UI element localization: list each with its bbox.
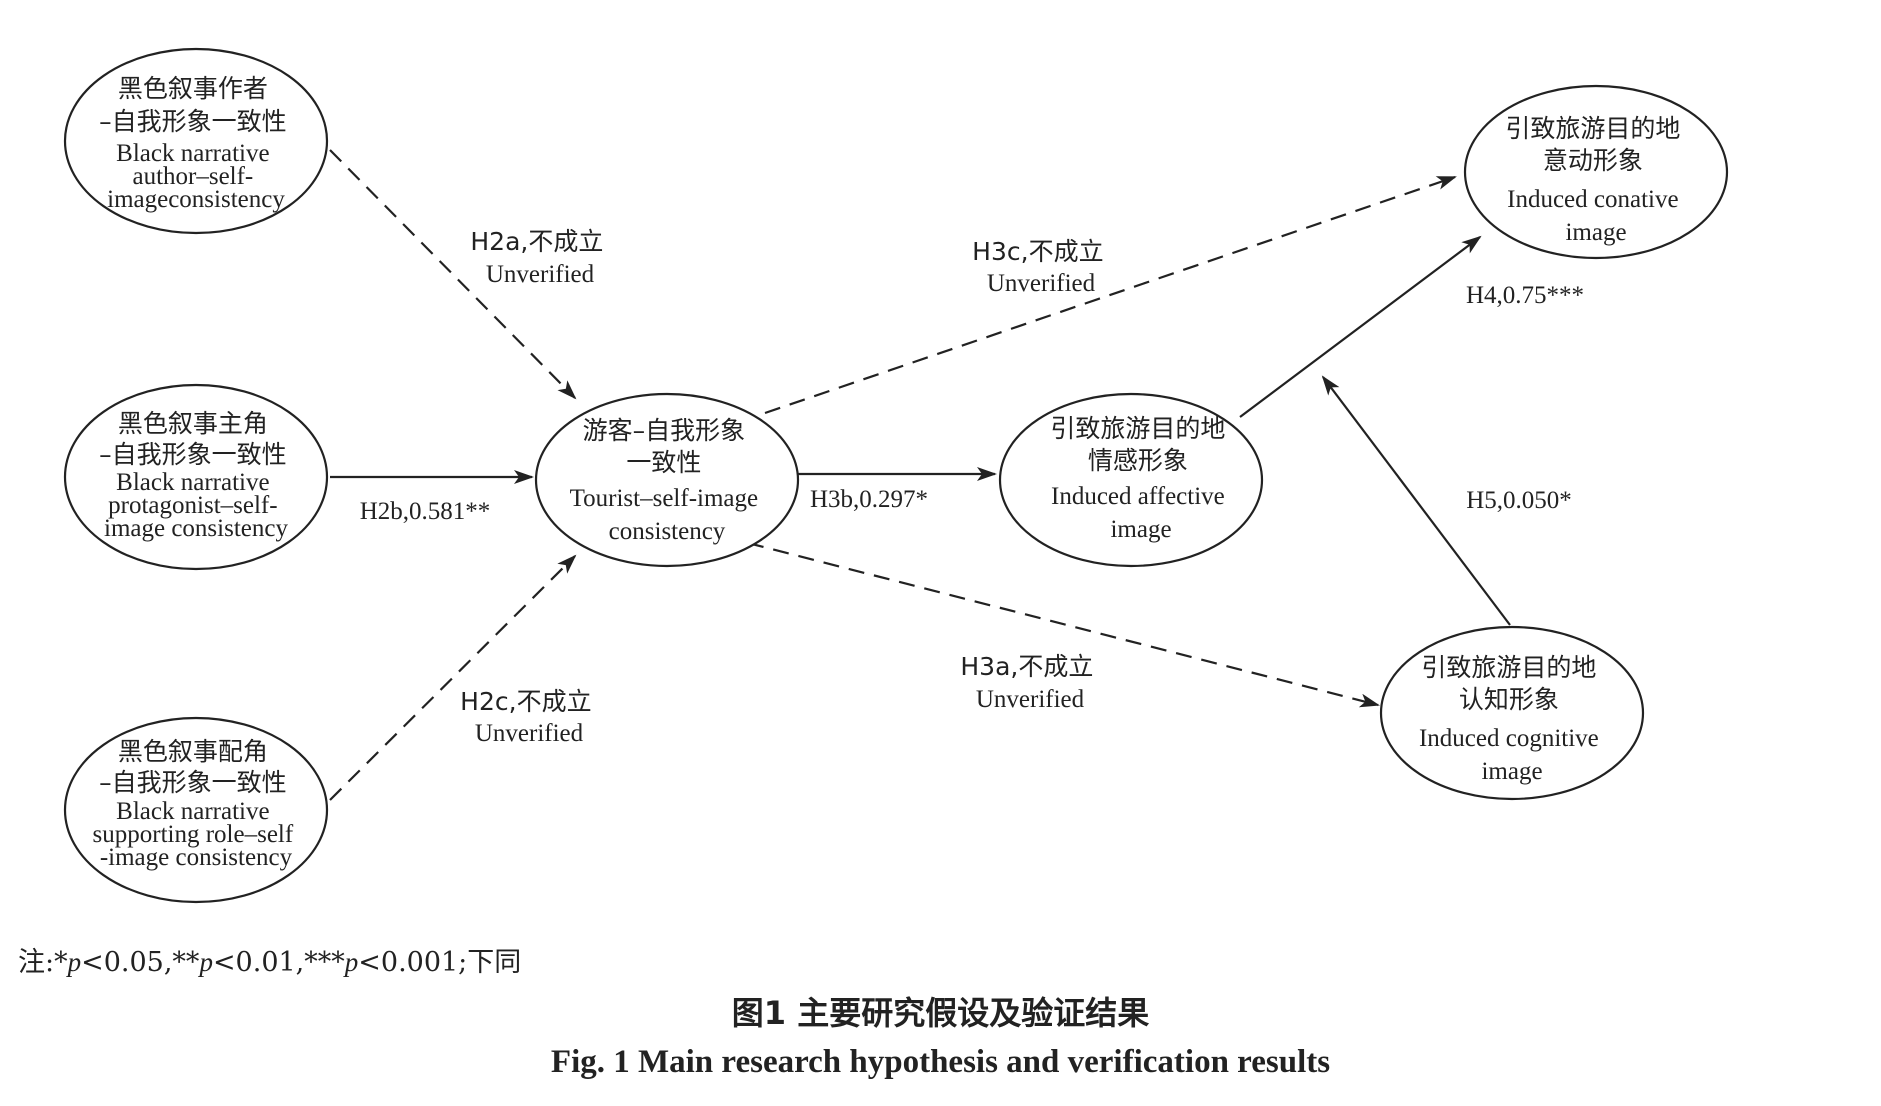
edge-label-h2b: H2b,0.581**	[360, 498, 491, 525]
note-p-symbol: p	[67, 947, 82, 977]
node-author: 黑色叙事作者 –自我形象一致性 Black narrative author–s…	[63, 47, 329, 235]
node-tourist-self-image: 游客–自我形象 一致性 Tourist–self-image consisten…	[534, 392, 800, 568]
node-affective-image: 引致旅游目的地 情感形象 Induced affective image	[998, 392, 1264, 568]
edge-h3c	[764, 175, 1457, 415]
note-threshold-2: <0.01,***	[212, 947, 345, 978]
node-supporting: 黑色叙事配角 –自我形象一致性 Black narrative supporti…	[63, 716, 329, 904]
node-conative-image: 引致旅游目的地 意动形象 Induced conative image	[1463, 84, 1729, 260]
edge-label-h3c: H3c,不成立 Unverified	[972, 237, 1110, 297]
edge-label-h5: H5,0.050*	[1466, 487, 1572, 514]
svg-text:引致旅游目的地 意动形象 Induc: 引致旅游目的地 意动形象 Induced conative image	[1505, 114, 1686, 246]
edge-label-h2a: H2a,不成立 Unverified	[470, 227, 609, 288]
note-p-symbol: p	[344, 947, 359, 977]
svg-text:引致旅游目的地 情感形象 Induc: 引致旅游目的地 情感形象 Induced affective image	[1050, 414, 1231, 543]
edge-h4	[1239, 235, 1482, 418]
edge-label-h3b: H3b,0.297*	[810, 486, 928, 513]
svg-text:黑色叙事作者 –自我形象一致性 Bl: 黑色叙事作者 –自我形象一致性 Black narrative author–s…	[99, 74, 293, 213]
edge-h3a	[747, 541, 1380, 708]
edge-h2c	[329, 554, 577, 801]
edge-label-h4: H4,0.75***	[1466, 282, 1584, 309]
node-protagonist: 黑色叙事主角 –自我形象一致性 Black narrative protagon…	[63, 383, 329, 571]
edge-h2a	[329, 149, 577, 400]
svg-text:游客–自我形象 一致性 Touris: 游客–自我形象 一致性 Tourist–self-image consisten…	[570, 416, 765, 545]
note-threshold-3: <0.001;下同	[358, 947, 522, 978]
svg-text:引致旅游目的地 认知形象 Induc: 引致旅游目的地 认知形象 Induced cognitive image	[1419, 653, 1605, 785]
svg-text:黑色叙事配角 –自我形象一致性 Bl: 黑色叙事配角 –自我形象一致性 Black narrative supporti…	[93, 737, 300, 871]
note-p-symbol: p	[199, 947, 213, 977]
edge-label-h3a: H3a,不成立 Unverified	[960, 652, 1099, 713]
significance-note: 注:*p<0.05,**p<0.01,***p<0.001;下同	[18, 940, 521, 979]
figure-caption-cn: 图1 主要研究假设及验证结果	[731, 994, 1150, 1032]
note-threshold-1: <0.05,**	[81, 947, 200, 978]
node-cognitive-image: 引致旅游目的地 认知形象 Induced cognitive image	[1379, 625, 1645, 801]
edge-label-h2c: H2c,不成立 Unverified	[460, 687, 598, 747]
edge-h5	[1321, 375, 1511, 626]
note-prefix: 注:*	[18, 947, 68, 978]
svg-text:黑色叙事主角 –自我形象一致性 Bl: 黑色叙事主角 –自我形象一致性 Black narrative protagon…	[99, 409, 293, 542]
figure-caption-en: Fig. 1 Main research hypothesis and veri…	[550, 1044, 1331, 1080]
